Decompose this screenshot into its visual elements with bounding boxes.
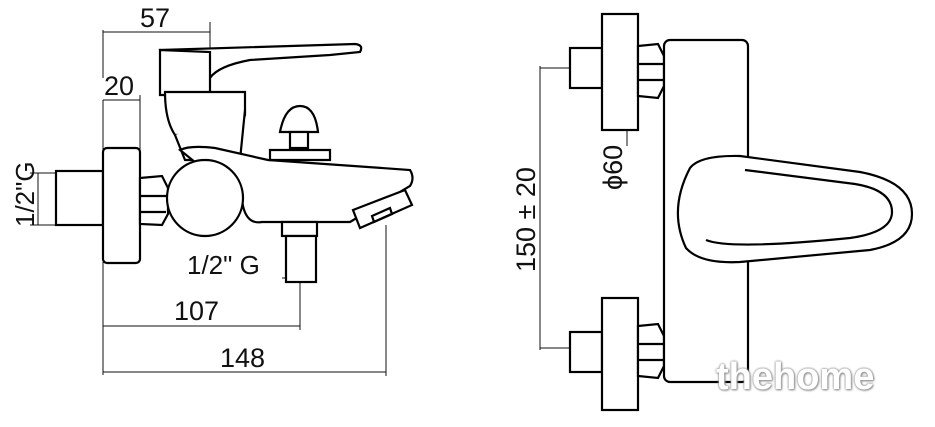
front-view: 150 ± 20 ϕ60 xyxy=(511,12,914,412)
side-view: 57 20 1/2"G 1/2" G 107 148 xyxy=(10,3,414,376)
dim-inlet-thread: 1/2"G xyxy=(10,161,40,227)
dim-outlet-thread: 1/2" G xyxy=(187,250,260,280)
dim-width-top: 57 xyxy=(140,3,170,33)
dim-overall: 148 xyxy=(220,343,265,373)
dim-thickness: 20 xyxy=(104,71,134,101)
dim-flange-diameter: ϕ60 xyxy=(598,145,628,190)
watermark-logo: thehome xyxy=(716,356,875,398)
dim-to-outlet: 107 xyxy=(174,296,219,326)
dim-center-distance: 150 ± 20 xyxy=(511,167,541,272)
